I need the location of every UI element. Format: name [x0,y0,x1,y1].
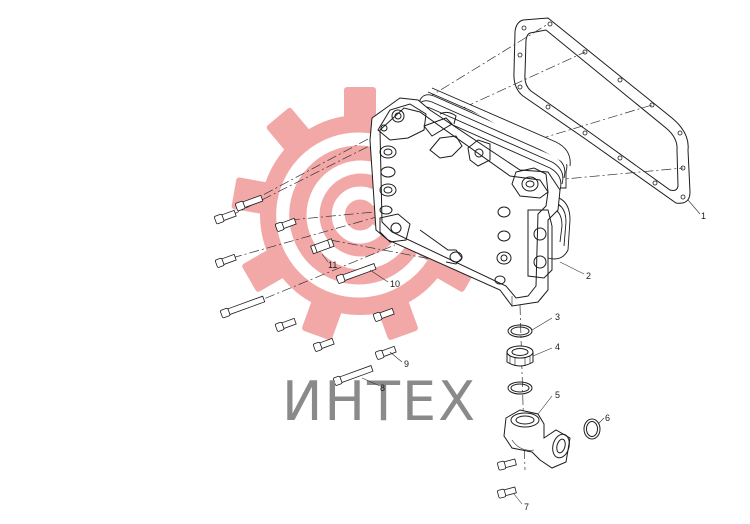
bolt-long-3 [220,295,266,319]
bolt-short-1 [275,217,297,232]
callout-3: 3 [555,312,560,322]
callout-10: 10 [390,279,400,289]
sleeve-part-11 [310,238,335,255]
bolt-long-1 [235,194,264,212]
callout-8: 8 [380,383,385,393]
oil-cooler-housing-part-2 [369,87,571,307]
callout-labels: 1 2 3 4 5 6 7 8 9 10 11 [328,211,706,512]
o-ring-part-6 [583,418,601,440]
bolt-part-8 [333,365,374,386]
bolt-short-3 [275,317,297,332]
bolt-part-10 [336,263,377,284]
callout-5: 5 [555,390,560,400]
o-ring-lower [507,381,533,395]
callout-11: 11 [328,260,337,270]
bolt-part-9 [375,345,397,360]
leader-lines [321,199,701,505]
o-ring-part-3 [507,324,533,338]
bolts-group [214,194,397,386]
adapter-part-4 [506,345,534,367]
bolt-short-4 [373,307,395,322]
bolt-short-2 [215,253,237,268]
watermark-text: ИНТЕХ [282,370,477,433]
callout-6: 6 [605,413,610,423]
callout-9: 9 [404,359,409,369]
bolt-long-2 [214,209,237,225]
gasket-part-1 [513,17,691,204]
bolt-short-5 [313,337,335,352]
bolts-part-7 [497,458,517,499]
callout-4: 4 [555,342,560,352]
elbow-fitting-part-5 [503,409,571,469]
callout-7: 7 [524,502,529,512]
callout-2: 2 [586,271,591,281]
callout-1: 1 [701,211,706,221]
